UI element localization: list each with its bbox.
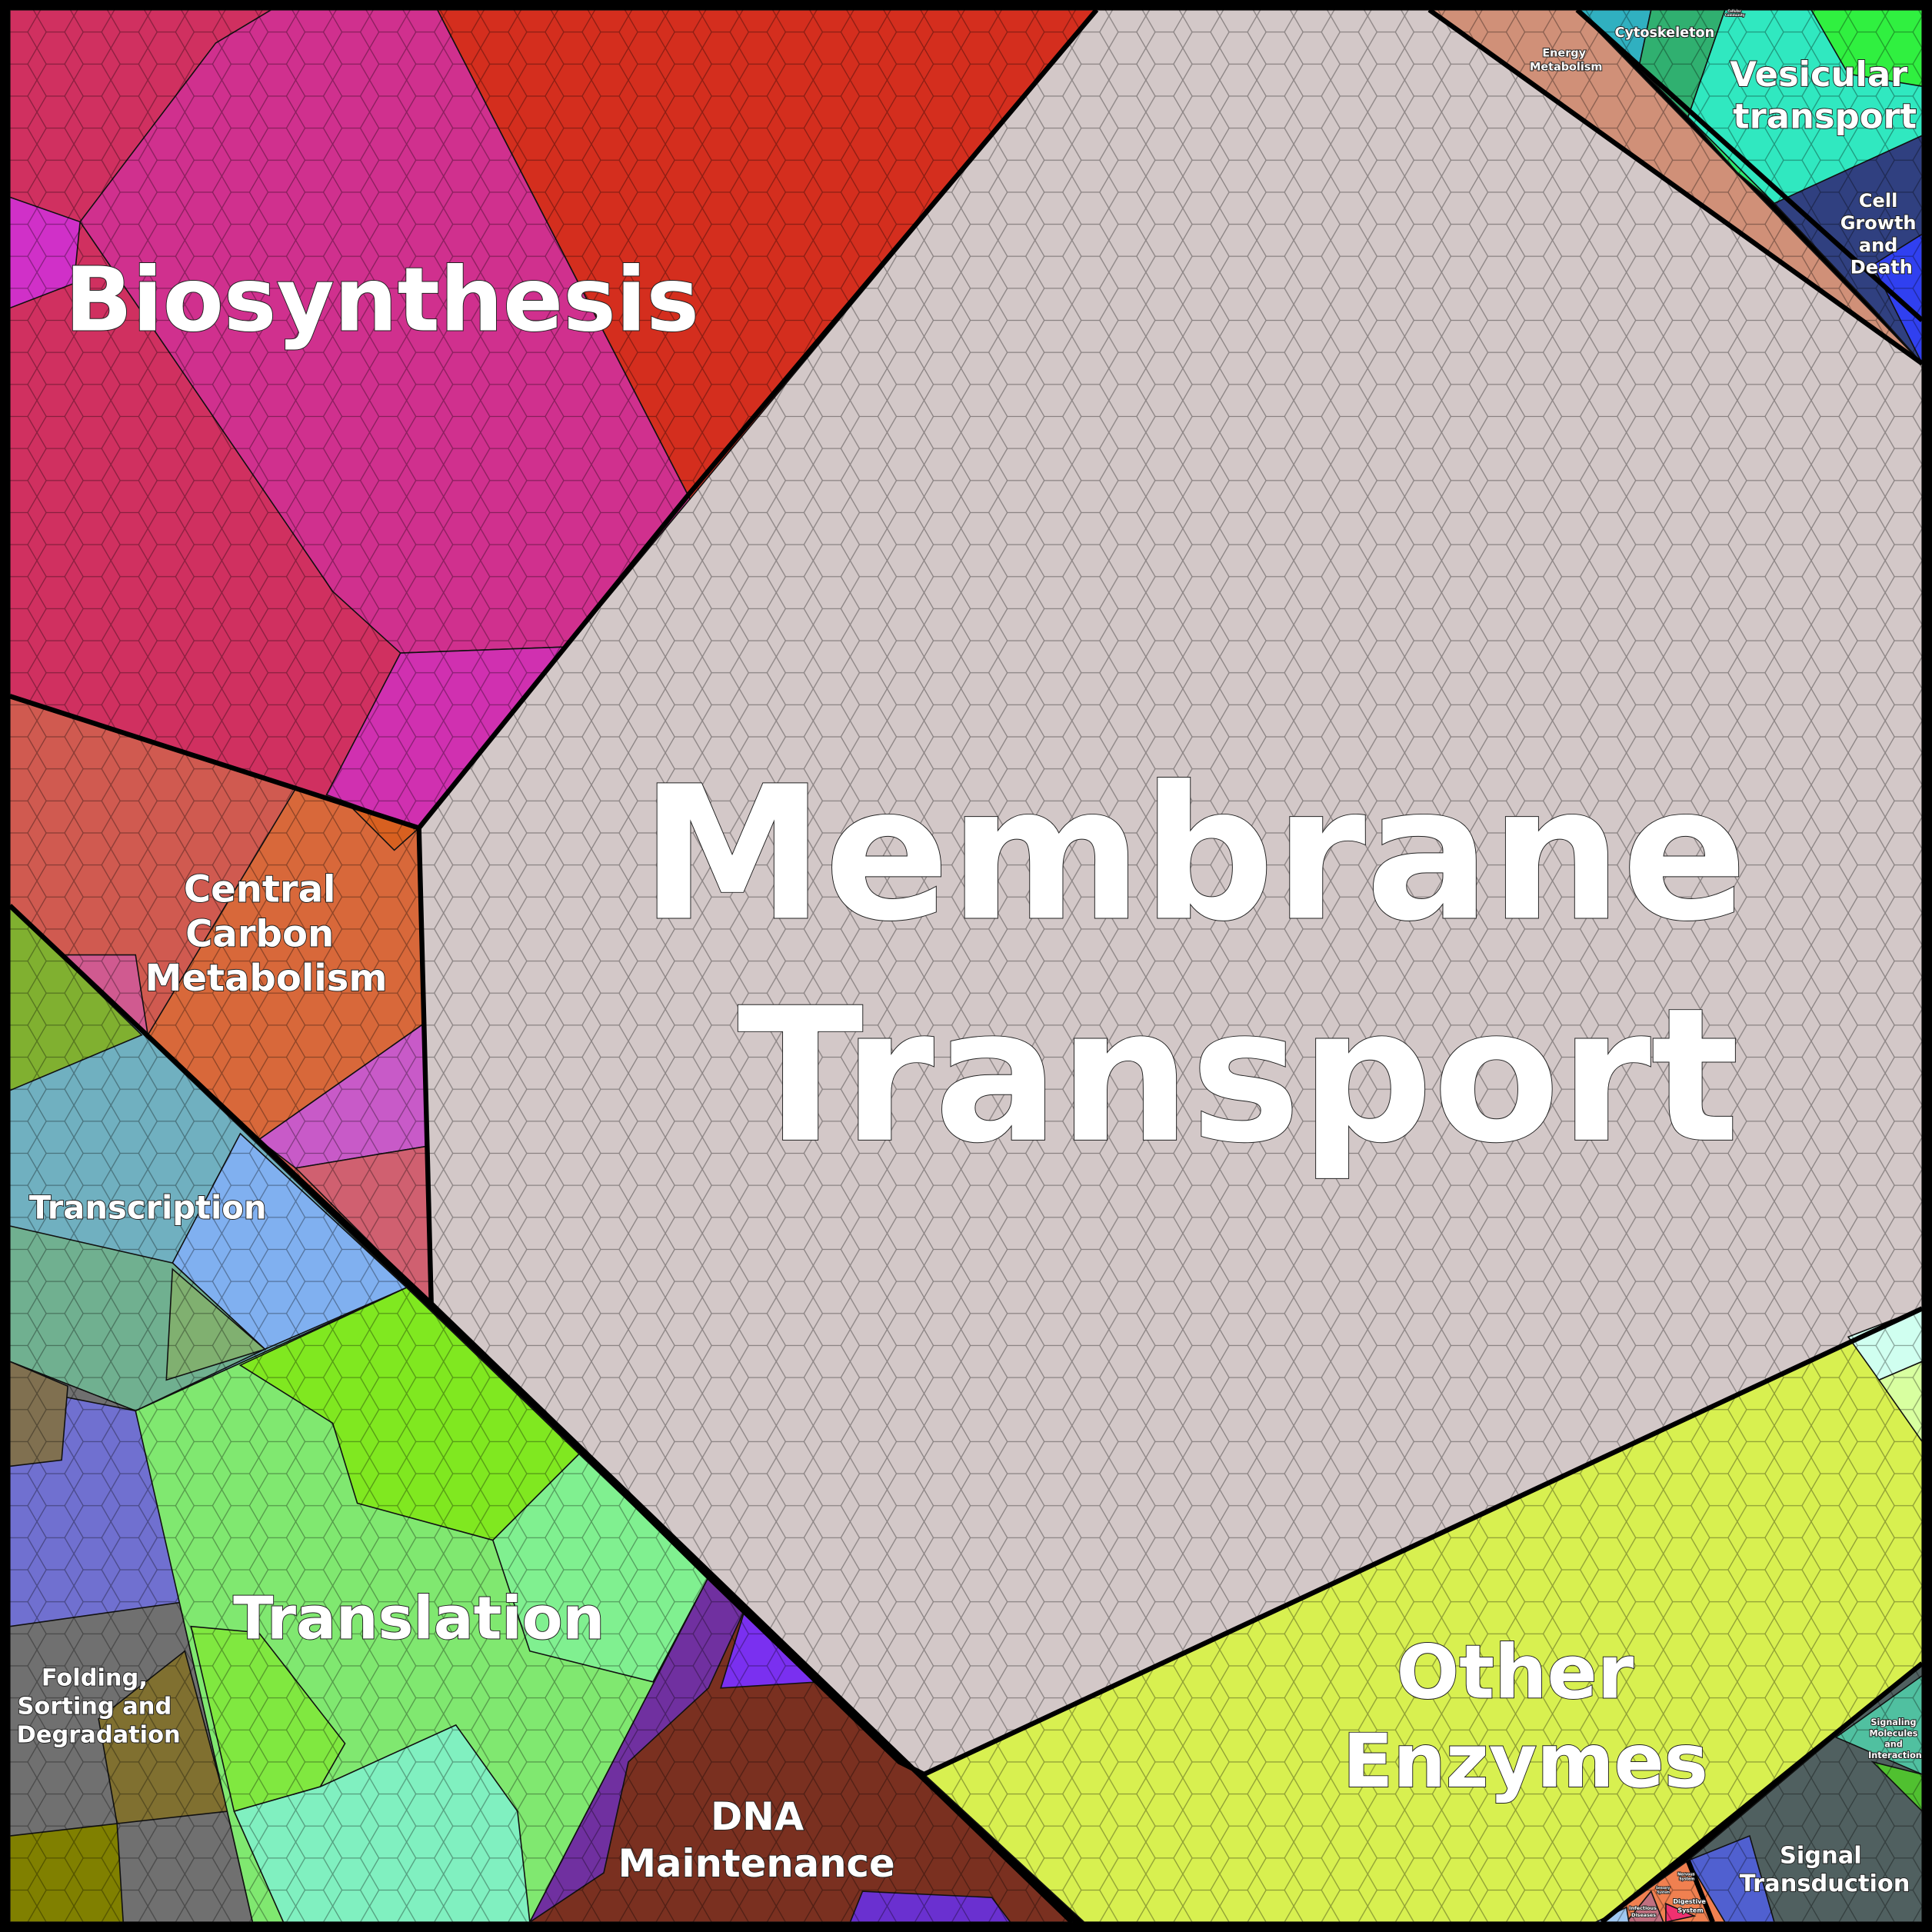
label-transcription: Transcription <box>29 1188 267 1226</box>
label-infectious-diseases: Infectious Diseases <box>1629 1905 1658 1918</box>
label-cytoskeleton: Cytoskeleton <box>1615 25 1715 41</box>
label-translation: Translation <box>233 1585 605 1654</box>
label-sensory-system: Sensory System <box>1656 1886 1671 1894</box>
label-signaling-molecules: Signaling Molecules and Interaction <box>1868 1717 1922 1760</box>
label-dna-maintenance: DNA Maintenance <box>618 1794 895 1886</box>
label-membrane-transport: Membrane Transport <box>641 747 1812 1184</box>
label-cellular-community: Cellular Community <box>1725 9 1745 17</box>
label-vesicular-transport: Vesicular transport <box>1730 54 1920 136</box>
label-signal-transduction: Signal Transduction <box>1740 1842 1910 1897</box>
label-folding-sorting-degradation: Folding, Sorting and Degradation <box>17 1665 181 1749</box>
label-other-enzymes: Other Enzymes <box>1343 1630 1708 1804</box>
label-nervous-system: Nervous System <box>1677 1872 1696 1881</box>
label-digestive-system: Digestive System <box>1673 1898 1707 1914</box>
label-energy-metabolism: Energy Metabolism <box>1530 48 1602 74</box>
label-cell-growth-and-death: Cell Growth and Death <box>1840 190 1923 278</box>
label-biosynthesis: Biosynthesis <box>65 248 699 351</box>
label-central-carbon-metabolism: Central Carbon Metabolism <box>145 868 388 1000</box>
